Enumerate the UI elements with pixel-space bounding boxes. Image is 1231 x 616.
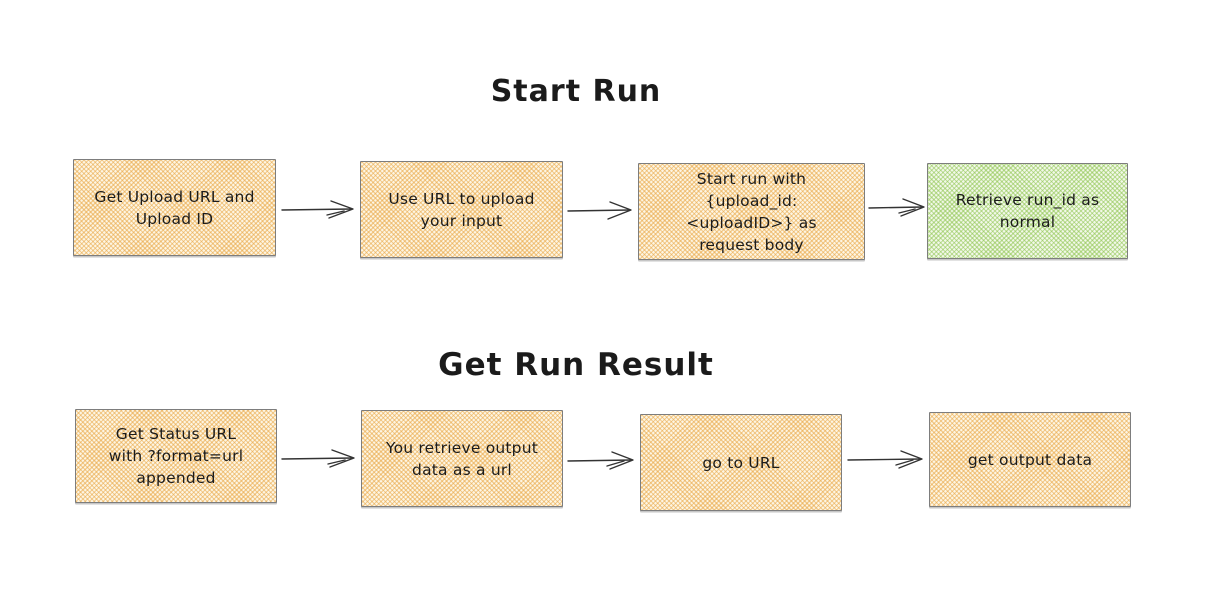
arrow — [847, 450, 923, 469]
node-get-output-data: get output data — [929, 412, 1131, 507]
arrow — [868, 198, 925, 217]
arrow — [281, 449, 355, 468]
arrow — [567, 201, 632, 220]
node-retrieve-run-id: Retrieve run_id as normal — [927, 163, 1128, 259]
arrow — [567, 451, 634, 470]
node-go-to-url: go to URL — [640, 414, 842, 511]
arrow — [281, 200, 354, 219]
node-retrieve-output-url: You retrieve output data as a url — [361, 410, 563, 507]
node-start-run-with-upload-id: Start run with {upload_id: <uploadID>} a… — [638, 163, 865, 260]
node-get-upload-url: Get Upload URL and Upload ID — [73, 159, 276, 256]
section-title-start-run: Start Run — [490, 74, 662, 109]
node-use-url-to-upload: Use URL to upload your input — [360, 161, 563, 258]
section-title-get-run-result: Get Run Result — [438, 347, 714, 383]
node-get-status-url: Get Status URL with ?format=url appended — [75, 409, 277, 503]
